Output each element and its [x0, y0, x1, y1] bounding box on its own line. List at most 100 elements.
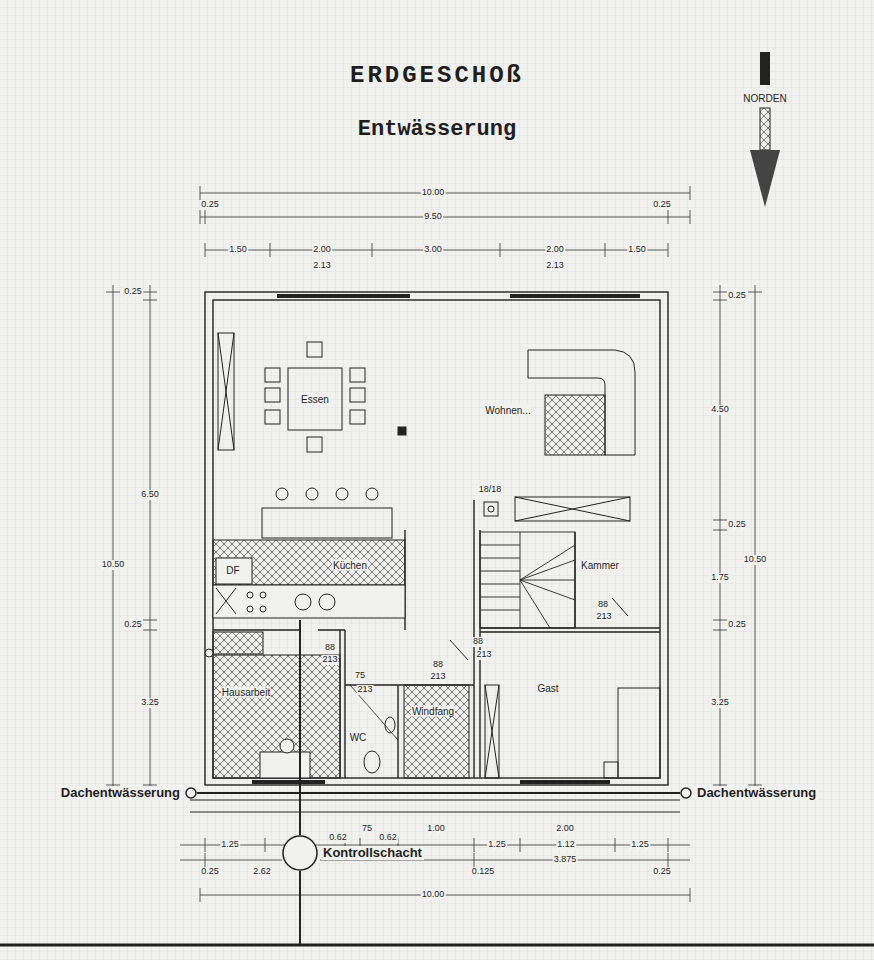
plan-line — [280, 739, 294, 753]
plan-line — [336, 488, 348, 500]
stairs — [480, 532, 575, 628]
dimension-label: 3.00 — [423, 245, 443, 255]
furniture — [205, 333, 660, 778]
roof-drain: Dachentwässerung — [680, 786, 818, 800]
plan-title: ERDGESCHOß — [350, 62, 524, 89]
plan-line — [265, 368, 280, 382]
plan-line — [265, 410, 280, 424]
roof-drain: Dachentwässerung — [59, 786, 197, 800]
plan-line — [277, 294, 640, 298]
dimension-label: 18/18 — [478, 485, 503, 495]
drain-circle — [185, 787, 197, 799]
dimension-label: 10.00 — [421, 188, 446, 198]
plan-line — [306, 488, 318, 500]
plan-line — [404, 685, 469, 778]
dimension-label: 88 — [472, 637, 484, 647]
dimension-label: 3.25 — [140, 698, 160, 708]
plan-line — [760, 52, 770, 85]
plan-line — [340, 630, 345, 778]
plan-line — [366, 488, 378, 500]
dimension-label: 2.62 — [252, 867, 272, 877]
dimension-label: 4.50 — [710, 405, 730, 415]
dimension-label: 88 — [597, 600, 609, 610]
plan-line — [398, 427, 406, 435]
plan-line — [480, 532, 575, 628]
drain-pipe — [197, 793, 300, 835]
plan-line — [288, 368, 342, 430]
plan-line — [545, 395, 605, 455]
plan-line — [205, 292, 668, 785]
plan-line — [488, 506, 494, 512]
plan-line — [247, 606, 253, 612]
dimension-label: 0.25 — [123, 287, 143, 297]
dimension-label: 0.25 — [200, 200, 220, 210]
dimension-label: 1.50 — [228, 245, 248, 255]
plan-line — [218, 333, 234, 450]
plan-line — [143, 285, 157, 790]
dimension-label: 2.00 — [545, 245, 565, 255]
plan-line — [218, 333, 234, 450]
dimension-label: Kammer — [580, 560, 620, 571]
dimension-label: 0.25 — [123, 620, 143, 630]
plan-line — [484, 502, 498, 516]
plan-line — [213, 629, 345, 630]
dimension-label: Küchen — [332, 560, 368, 571]
plan-line — [216, 588, 236, 614]
plan-line — [350, 368, 365, 382]
dimension-label: 6.50 — [140, 490, 160, 500]
drain-circle — [186, 788, 196, 798]
dimension-label: 213 — [356, 685, 373, 695]
plan-line — [480, 532, 575, 628]
plan-line — [612, 598, 628, 616]
node-label: Kontrollschacht — [321, 846, 424, 860]
drain-circle — [283, 836, 317, 870]
dimension-label: 1.25 — [630, 840, 650, 850]
plan-line — [252, 780, 610, 784]
dimension-label: 1.25 — [220, 840, 240, 850]
dimension-label: Essen — [300, 394, 330, 405]
dimension-label: 2.00 — [312, 245, 332, 255]
drain-circle — [681, 788, 691, 798]
dimension-label: Hausarbeit — [221, 687, 271, 698]
drain-pipe — [300, 793, 680, 835]
plan-line — [200, 888, 690, 902]
plan-line — [750, 150, 780, 207]
plan-line — [350, 388, 365, 402]
dimension-label: 9.50 — [423, 212, 443, 222]
plan-heading: NORDEN — [742, 93, 787, 104]
plan-line — [190, 800, 680, 812]
dimension-label: 2.00 — [555, 824, 575, 834]
dimension-label: 0.25 — [727, 520, 747, 530]
plan-line — [260, 592, 266, 598]
drain-circle — [282, 835, 318, 871]
plan-line — [205, 649, 213, 657]
plan-line — [748, 285, 762, 790]
plan-line — [205, 243, 668, 257]
plan-line — [604, 762, 618, 778]
plan-line — [450, 640, 468, 660]
dimension-label: 2.13 — [312, 261, 332, 271]
plan-line — [200, 210, 690, 224]
plan-line — [350, 410, 365, 424]
dimension-label: 0.25 — [727, 291, 747, 301]
node-label: Dachentwässerung — [59, 786, 182, 800]
plan-line — [180, 853, 690, 867]
dimension-label: 10.50 — [743, 555, 768, 565]
walls — [190, 292, 680, 812]
plan-line — [213, 632, 263, 654]
dimension-label: 3.25 — [710, 698, 730, 708]
plan-line — [485, 685, 499, 778]
dimension-label: DF — [225, 565, 240, 576]
kitchen — [213, 488, 405, 618]
plan-line — [364, 751, 380, 773]
drain-pipe — [299, 871, 301, 945]
dimension-label: 0.25 — [652, 200, 672, 210]
dimension-label: 213 — [429, 672, 446, 682]
drain-circle — [680, 787, 692, 799]
dimension-label: 75 — [354, 671, 366, 681]
control-shaft: Kontrollschacht — [282, 835, 424, 871]
node-label: Dachentwässerung — [695, 786, 818, 800]
plan-line — [180, 838, 690, 852]
